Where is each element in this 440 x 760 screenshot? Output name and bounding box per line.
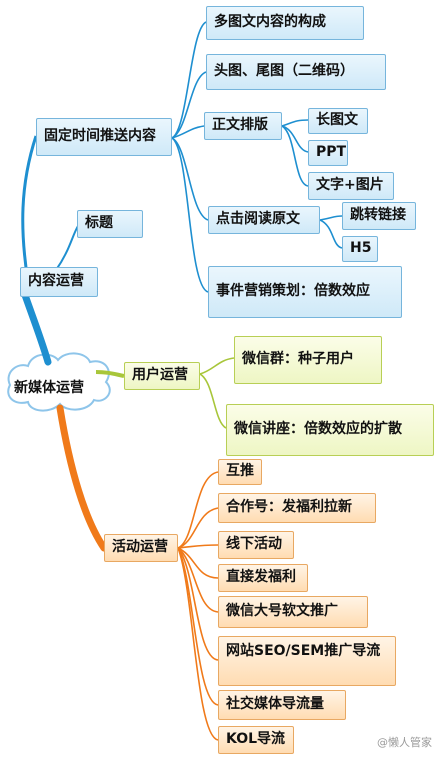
body-layout-node: 正文排版 (204, 112, 282, 140)
kol-node: KOL导流 (218, 726, 294, 754)
h5-node: H5 (342, 236, 378, 262)
header-footer-image-node: 头图、尾图（二维码） (206, 54, 386, 90)
long-article-node: 长图文 (308, 108, 368, 134)
activity-ops-node: 活动运营 (104, 534, 178, 562)
user-ops-node: 用户运营 (124, 362, 200, 390)
fixed-time-push-node: 固定时间推送内容 (36, 118, 172, 156)
title-node: 标题 (77, 210, 143, 238)
wechat-lecture-node: 微信讲座：倍数效应的扩散 (226, 404, 434, 456)
ppt-node: PPT (308, 140, 348, 166)
center-topic: 新媒体运营 (14, 380, 84, 396)
seo-sem-node: 网站SEO/SEM推广导流 (218, 636, 396, 686)
multi-article-node: 多图文内容的构成 (206, 6, 364, 40)
mutual-promo-node: 互推 (218, 459, 262, 485)
center-cloud-shape (7, 352, 111, 412)
partner-account-node: 合作号：发福利拉新 (218, 493, 376, 523)
read-original-node: 点击阅读原文 (208, 206, 320, 234)
text-image-node: 文字+图片 (308, 172, 394, 200)
direct-benefit-node: 直接发福利 (218, 564, 308, 592)
offline-event-node: 线下活动 (218, 531, 294, 559)
content-ops-node: 内容运营 (20, 267, 98, 297)
wechat-kol-article-node: 微信大号软文推广 (218, 596, 368, 628)
watermark: @懒人管家 (377, 736, 432, 749)
wechat-group-node: 微信群：种子用户 (234, 336, 382, 384)
social-media-node: 社交媒体导流量 (218, 690, 346, 720)
event-marketing-node: 事件营销策划：倍数效应 (208, 266, 402, 318)
jump-link-node: 跳转链接 (342, 202, 416, 230)
